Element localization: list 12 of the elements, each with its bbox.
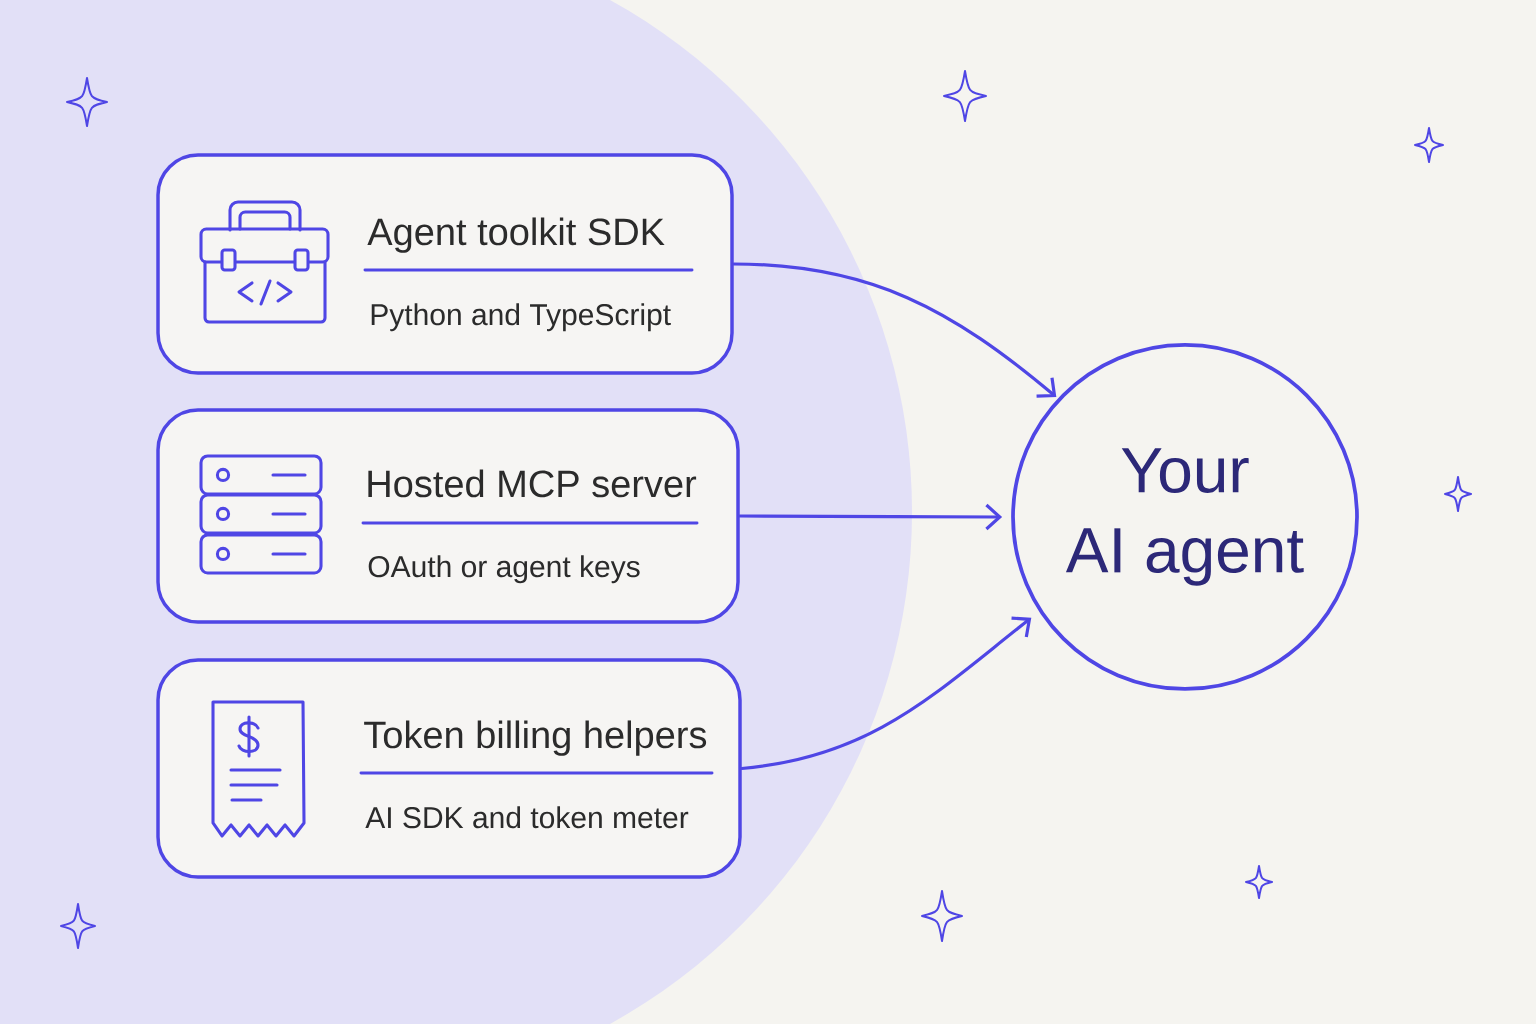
feature-card — [156, 658, 742, 879]
arrow — [740, 616, 1032, 771]
card-subtitle: Python and TypeScript — [371, 303, 671, 332]
card-subtitle: AI SDK and token meter — [365, 806, 689, 829]
card-subtitle: OAuth or agent keys — [368, 555, 640, 584]
card-title: Token billing helpers — [364, 720, 707, 756]
feature-card — [156, 153, 734, 375]
arrow — [732, 262, 1057, 398]
card-title: Hosted MCP server — [368, 469, 697, 498]
feature-card — [156, 408, 740, 624]
arrow — [738, 503, 1003, 531]
card-title: Agent toolkit SDK — [367, 217, 665, 253]
